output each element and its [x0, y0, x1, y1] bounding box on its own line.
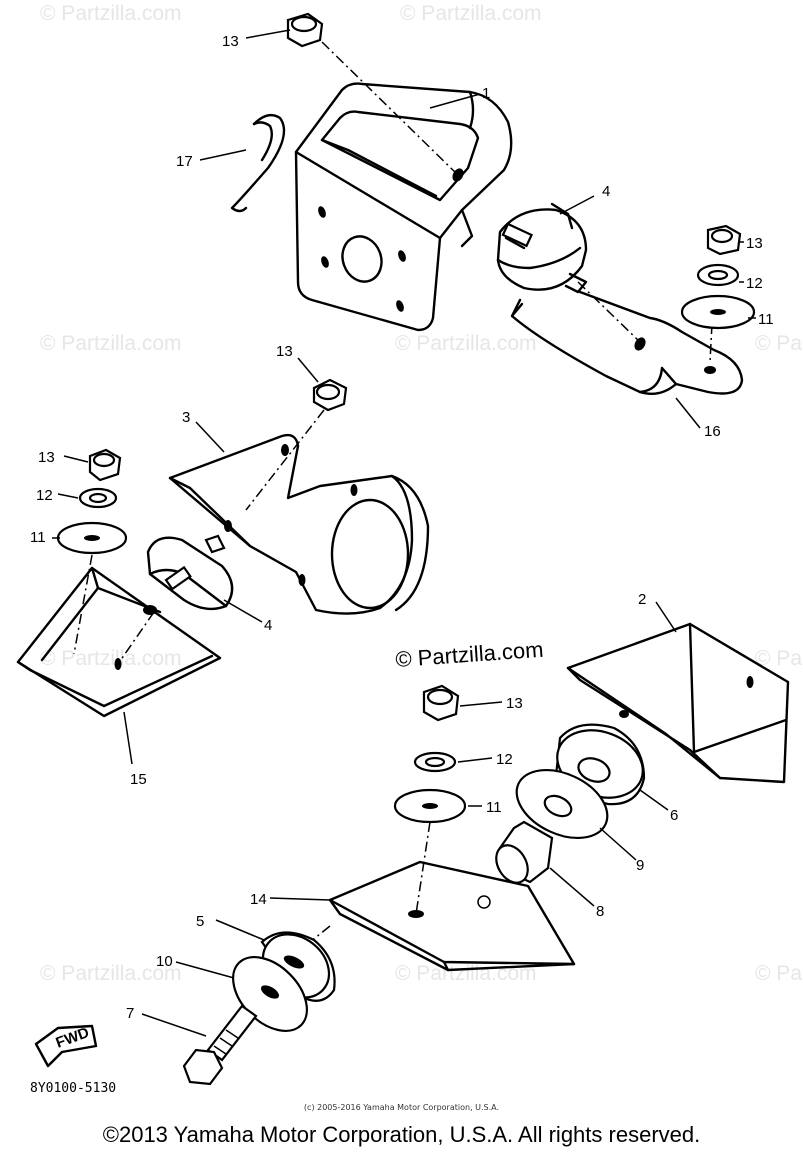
part-13-nut [88, 448, 122, 482]
part-13-nut [286, 12, 324, 48]
footnote-text: (c) 2005-2016 Yamaha Motor Corporation, … [303, 1103, 500, 1112]
part-17-clip [230, 113, 286, 213]
callout-15: 15 [130, 771, 147, 788]
watermark-text: © Partzilla.com [755, 332, 803, 355]
part-11-washer [393, 788, 467, 824]
callout-11: 11 [758, 311, 774, 328]
callout-13: 13 [506, 695, 523, 712]
fwd-arrow: FWD [34, 1024, 98, 1068]
callout-12: 12 [746, 275, 763, 292]
centerline [415, 821, 431, 915]
part-13-nut [312, 378, 348, 412]
part-8-collar [495, 820, 554, 884]
centerline [709, 323, 713, 363]
watermark-text: © Partzilla.com [40, 2, 182, 25]
diagram-code: 8Y0100-5130 [30, 1081, 116, 1096]
callout-11: 11 [30, 529, 46, 546]
callout-8: 8 [596, 903, 604, 920]
part-16-bracket [510, 290, 744, 395]
part-15-bracket [16, 566, 222, 718]
callout-13: 13 [746, 235, 763, 252]
watermark-text: © Partzilla.com [40, 962, 182, 985]
callout-9: 9 [636, 857, 644, 874]
part-13-nut [706, 224, 742, 256]
callout-13: 13 [38, 449, 55, 466]
watermark-text: © Partzilla.com [755, 962, 803, 985]
centerline [299, 925, 331, 951]
callout-14: 14 [250, 891, 267, 908]
part-11-washer [56, 521, 128, 555]
callouts: 13 1 17 4 13 12 11 16 13 3 13 12 11 4 15… [30, 33, 774, 1022]
part-11-washer [680, 294, 756, 330]
watermark-text: © Partzilla.com [395, 962, 537, 985]
part-12-washer [413, 751, 457, 773]
callout-2: 2 [638, 591, 646, 608]
watermark-text: © Partzilla.com [395, 332, 537, 355]
part-12-washer [696, 263, 740, 287]
part-1-bracket [294, 82, 513, 332]
callout-12: 12 [496, 751, 513, 768]
callout-7: 7 [126, 1005, 134, 1022]
watermark-text: © Partzilla.com [40, 332, 182, 355]
leader-lines [52, 29, 756, 1037]
watermarks: © Partzilla.com © Partzilla.com © Partzi… [40, 2, 803, 985]
part-13-nut [422, 684, 460, 722]
part-2-bracket [566, 622, 790, 784]
part-4-damper [496, 202, 588, 294]
watermark-center: © Partzilla.com [395, 637, 545, 672]
copyright-text: ©2013 Yamaha Motor Corporation, U.S.A. A… [102, 1122, 701, 1147]
callout-13: 13 [222, 33, 239, 50]
callout-6: 6 [670, 807, 678, 824]
watermark-text: © Partzilla.com [400, 2, 542, 25]
part-4-damper [146, 534, 234, 611]
callout-4: 4 [264, 617, 272, 634]
part-9-washer [515, 768, 609, 840]
callout-11: 11 [486, 799, 502, 816]
watermark-text: © Partzilla.com [40, 647, 182, 670]
callout-17: 17 [176, 153, 193, 170]
callout-16: 16 [704, 423, 721, 440]
centerline [321, 41, 459, 176]
part-12-washer [78, 487, 118, 509]
part-3-bracket [168, 433, 430, 615]
callout-13: 13 [276, 343, 293, 360]
watermark-text: © Partzilla.com [755, 647, 803, 670]
part-7-bolt [182, 1004, 258, 1086]
centerline [73, 554, 93, 655]
callout-10: 10 [156, 953, 173, 970]
callout-4: 4 [602, 183, 610, 200]
callout-12: 12 [36, 487, 53, 504]
centerline [577, 281, 641, 343]
centerline [245, 409, 325, 511]
part-14-plate [328, 860, 576, 972]
callout-3: 3 [182, 409, 190, 426]
callout-1: 1 [482, 85, 490, 102]
callout-5: 5 [196, 913, 204, 930]
